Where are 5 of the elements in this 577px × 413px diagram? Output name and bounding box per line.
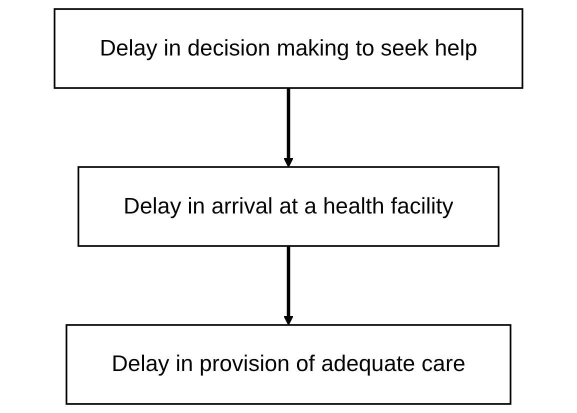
node-box: Delay in arrival at a health facility <box>78 166 500 247</box>
node-box: Delay in decision making to seek help <box>54 8 524 89</box>
arrow <box>284 246 294 326</box>
arrow <box>284 88 294 168</box>
node-box: Delay in provision of adequate care <box>66 324 512 405</box>
